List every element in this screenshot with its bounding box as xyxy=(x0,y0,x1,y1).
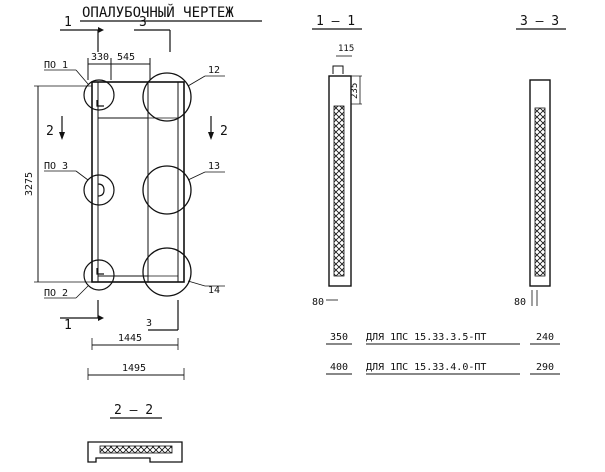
dim-1445: 1445 xyxy=(118,333,142,344)
section-1-1-title: 1 — 1 xyxy=(316,14,355,29)
cut-2-arrowhead-left xyxy=(59,132,65,140)
section-1-1-loop xyxy=(332,65,344,74)
section-1-1-insulation xyxy=(333,105,345,277)
table-row-2-left: 400 xyxy=(330,362,348,373)
leader-po2 xyxy=(75,285,89,299)
dim-3275: 3275 xyxy=(24,172,35,196)
node-circle-14 xyxy=(142,247,192,297)
cut-1-arrowhead-top xyxy=(98,27,104,33)
dim-80-right: 80 xyxy=(514,297,526,308)
dim-545: 545 xyxy=(117,52,135,63)
dim-1495: 1495 xyxy=(122,363,146,374)
node-label-po2: ПО 2 xyxy=(44,288,68,299)
drawing-title: ОПАЛУБОЧНЫЙ ЧЕРТЕЖ xyxy=(82,3,234,21)
embedded-part-po1 xyxy=(96,100,104,107)
cut-3-label-bottom: 3 xyxy=(146,318,152,329)
section-3-3-outline xyxy=(529,79,551,287)
cut-1-arrowhead-bottom xyxy=(98,315,104,321)
section-2-2-title: 2 — 2 xyxy=(114,403,153,418)
table-row-1-right: 240 xyxy=(536,332,554,343)
section-3-3-title: 3 — 3 xyxy=(520,14,559,29)
node-circle-po2 xyxy=(83,259,115,291)
cut-2-arrowhead-right xyxy=(208,132,214,140)
leader-po3 xyxy=(75,170,89,181)
dim-330: 330 xyxy=(91,52,109,63)
cut-1-label-top: 1 xyxy=(64,15,72,30)
node-label-po3: ПО 3 xyxy=(44,161,68,172)
dim-115: 115 xyxy=(338,44,354,54)
cut-1-label-bottom: 1 xyxy=(64,318,72,333)
cut-2-label-right: 2 xyxy=(220,124,228,139)
node-circle-po1 xyxy=(83,79,115,111)
node-circle-po3 xyxy=(83,174,115,206)
section-3-3-insulation xyxy=(534,107,546,277)
cut-2-label-left: 2 xyxy=(46,124,54,139)
table-row-2-right: 290 xyxy=(536,362,554,373)
node-label-po1: ПО 1 xyxy=(44,60,68,71)
leader-14 xyxy=(187,280,206,287)
table-row-1-left: 350 xyxy=(330,332,348,343)
leader-po1 xyxy=(75,69,89,85)
node-label-13: 13 xyxy=(208,161,220,172)
panel-outline xyxy=(91,81,185,283)
table-row-2-text: ДЛЯ 1ПС 15.33.4.0-ПТ xyxy=(366,362,486,373)
node-label-12: 12 xyxy=(208,65,220,76)
dim-80-left: 80 xyxy=(312,297,324,308)
leader-12 xyxy=(187,75,206,87)
section-2-2-profile xyxy=(87,441,183,463)
node-circle-13 xyxy=(142,165,192,215)
section-2-2-insulation xyxy=(99,445,173,454)
node-label-14: 14 xyxy=(208,285,220,296)
node-circle-12 xyxy=(142,72,192,122)
leader-13 xyxy=(187,171,206,181)
embedded-part-po2 xyxy=(96,268,104,275)
embedded-part-po3 xyxy=(97,183,105,197)
table-row-1-text: ДЛЯ 1ПС 15.33.3.5-ПТ xyxy=(366,332,486,343)
section-1-1-outline xyxy=(328,75,352,287)
cut-3-label-top: 3 xyxy=(139,15,147,30)
dim-235: 235 xyxy=(350,83,360,99)
